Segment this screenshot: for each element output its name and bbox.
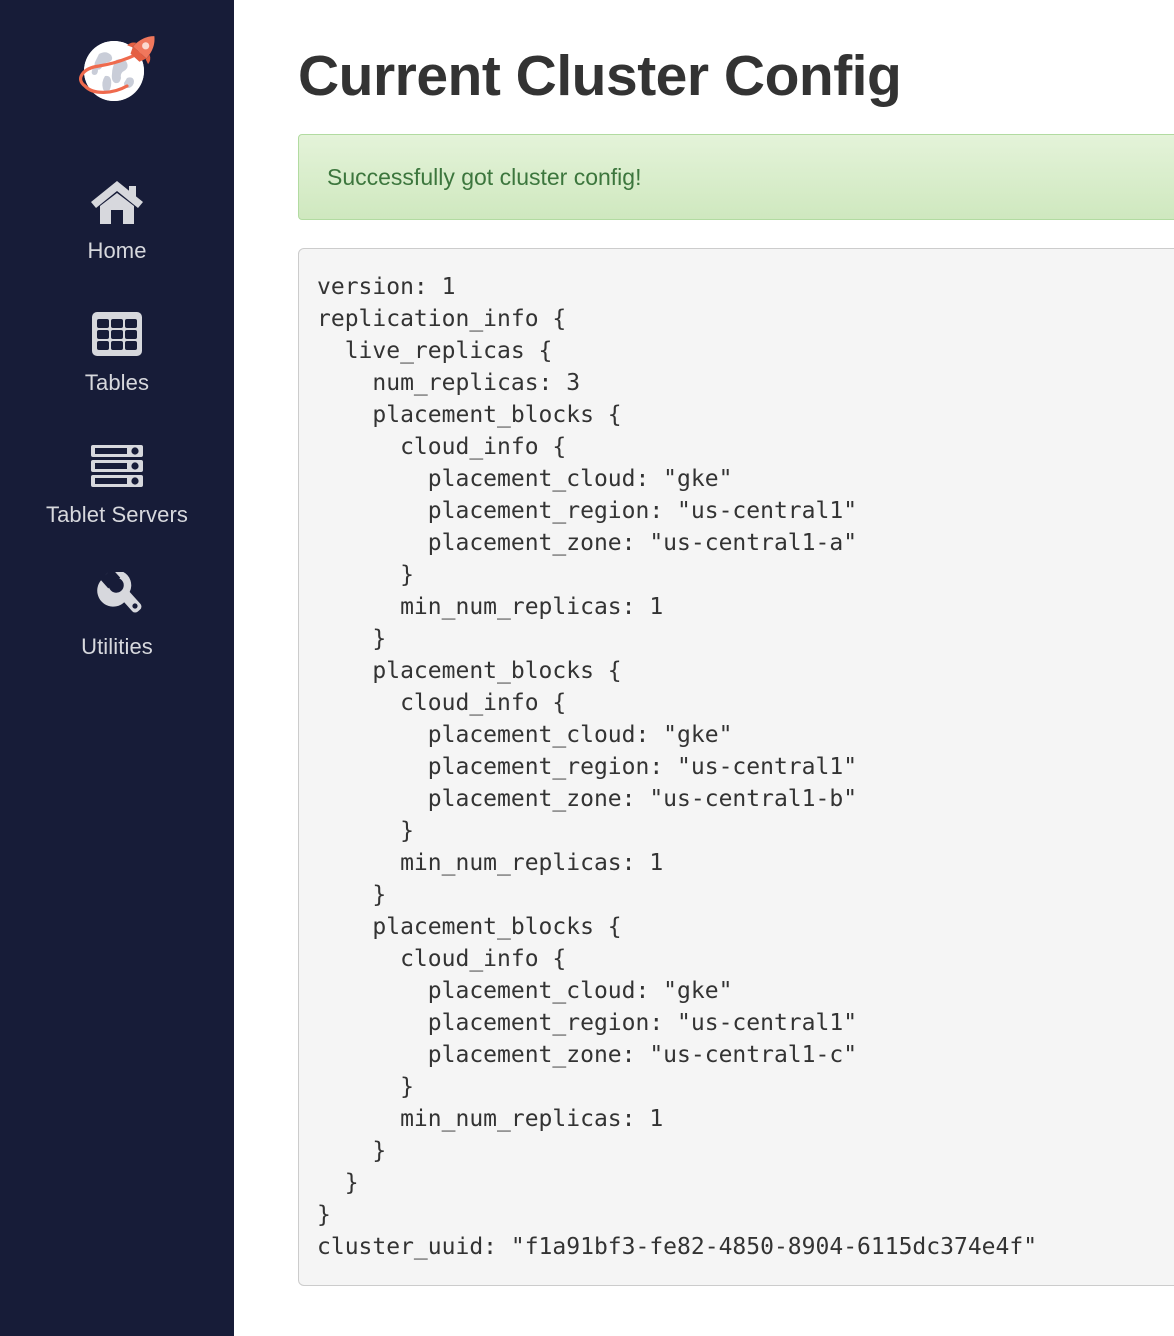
home-icon (88, 176, 146, 228)
rocket-globe-icon (79, 36, 155, 101)
sidebar-item-label-tables: Tables (84, 370, 150, 395)
brand-logo[interactable] (69, 24, 165, 120)
sidebar-item-tablet-servers[interactable]: Tablet Servers (0, 440, 234, 528)
alert-message: Successfully got cluster config! (327, 164, 642, 190)
table-grid-icon (88, 308, 146, 360)
cluster-config-panel[interactable]: version: 1 replication_info { live_repli… (298, 248, 1174, 1286)
status-alert-success: Successfully got cluster config! (298, 134, 1174, 220)
sidebar: Home (0, 0, 234, 1336)
sidebar-item-tables[interactable]: Tables (0, 308, 234, 396)
page-title: Current Cluster Config (298, 44, 902, 108)
cluster-config-text: version: 1 replication_info { live_repli… (317, 274, 1038, 1260)
sidebar-item-label-tablet-servers: Tablet Servers (45, 502, 188, 527)
sidebar-item-utilities[interactable]: Utilities (0, 572, 234, 660)
sidebar-item-label-utilities: Utilities (81, 634, 153, 659)
sidebar-nav: Home (0, 176, 234, 704)
main-content: Current Cluster Config Successfully got … (234, 0, 1174, 1336)
sidebar-item-label-home: Home (87, 238, 147, 263)
wrench-icon (88, 572, 146, 624)
sidebar-item-home[interactable]: Home (0, 176, 234, 264)
server-rack-icon (88, 440, 146, 492)
